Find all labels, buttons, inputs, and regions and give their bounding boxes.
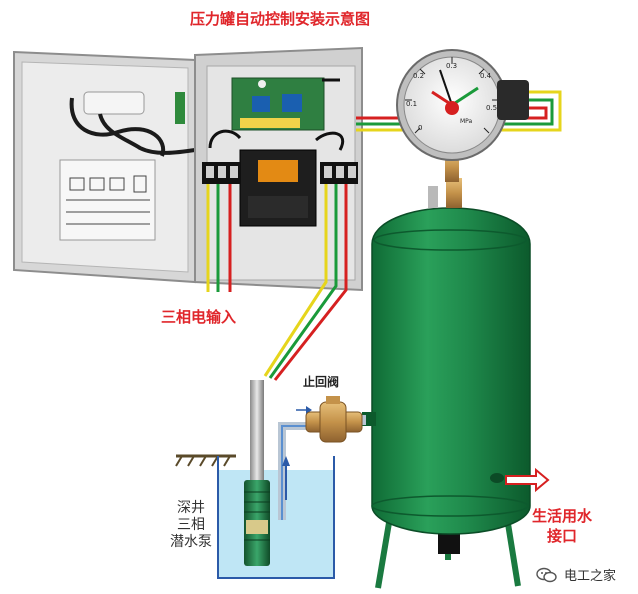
- outlet-label: 生活用水 接口: [532, 506, 592, 546]
- watermark: 电工之家: [536, 565, 616, 584]
- gauge-tick-0.3: 0.3: [446, 62, 458, 70]
- three-phase-input-label: 三相电输入: [161, 308, 237, 326]
- water-pipe: [250, 380, 366, 520]
- outlet-label-line2: 接口: [547, 527, 578, 545]
- watermark-text: 电工之家: [563, 569, 616, 584]
- pressure-tank: [362, 178, 531, 589]
- pump-label: 深井 三相 潜水泵: [170, 500, 212, 551]
- gauge-tick-0.4: 0.4: [480, 72, 492, 80]
- deep-well: [175, 454, 335, 579]
- three-phase-input-wires: [206, 184, 232, 292]
- submersible-pump: [244, 480, 270, 566]
- pump-label-line3: 潜水泵: [170, 534, 212, 550]
- gauge-tick-0.1: 0.1: [406, 100, 418, 108]
- check-valve-label: 止回阀: [303, 375, 340, 389]
- check-valve: [305, 396, 363, 443]
- gauge-tick-0: 0: [418, 124, 423, 132]
- pump-cable-wires: [263, 184, 348, 381]
- gauge-unit: MPa: [460, 118, 473, 125]
- control-box-door: [13, 50, 211, 284]
- gauge-tick-0.2: 0.2: [413, 72, 425, 80]
- control-box: [194, 46, 363, 292]
- diagram-title: 压力罐自动控制安装示意图: [190, 10, 371, 28]
- outlet-label-line1: 生活用水: [532, 507, 593, 525]
- pressure-gauge: [396, 49, 529, 182]
- pump-label-line1: 深井: [177, 500, 205, 516]
- outlet-arrow: [505, 467, 550, 493]
- pump-label-line2: 三相: [177, 517, 205, 533]
- gauge-tick-0.5: 0.5: [486, 104, 498, 112]
- wechat-icon: [536, 567, 557, 582]
